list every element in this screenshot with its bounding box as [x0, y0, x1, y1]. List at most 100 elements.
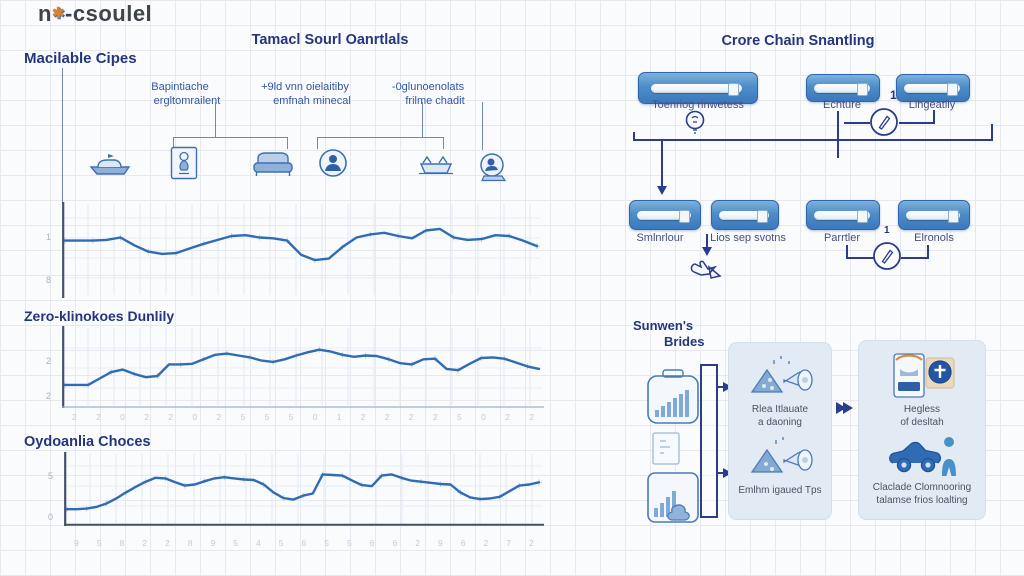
slider-smlnrlour-label: Smlnrlour	[636, 232, 684, 244]
col-label-3: -0glunoenolats frilme chadit	[353, 80, 503, 109]
right-panel-title: Crore Chain Snantling	[721, 33, 875, 49]
flow-line	[846, 245, 848, 258]
connector-line	[287, 137, 288, 149]
col-label-2: +9ld vnn oielaitiby emfnah minecal	[230, 80, 380, 109]
connector-line	[215, 102, 216, 137]
pen-circle-icon	[869, 107, 899, 142]
col-label-1: Bapintiache ergltomrailent	[100, 80, 260, 109]
col-label-3-line2: frilme chadit	[405, 95, 465, 108]
flow-line-main	[633, 139, 993, 141]
slider-lios[interactable]	[711, 200, 779, 230]
connector-line	[422, 102, 423, 137]
arrow-down-icon	[657, 186, 667, 195]
flow-line	[933, 110, 935, 123]
flow-line	[927, 245, 929, 258]
slider-lios-label: Lios sep svotns	[710, 232, 786, 244]
boat-icon	[88, 150, 132, 183]
col-label-1-line2: ergltomrailent	[153, 95, 221, 108]
flow-line	[716, 386, 725, 388]
double-arrow-right-icon	[836, 401, 853, 419]
bulb-icon	[684, 110, 706, 141]
flow-box-1-label-1-line2: a daoning	[758, 417, 802, 428]
slider-parrtler-label: Parrtler	[823, 232, 861, 244]
hand-flag-icon	[688, 254, 724, 289]
section-heading-oydoanlia: Oydoanlia Choces	[24, 434, 151, 450]
flow-box-2-label-1-line2: of desltah	[900, 417, 944, 428]
annotation-2: 1	[884, 225, 890, 236]
arrow-down-icon	[702, 247, 712, 256]
flow-box-1-label-1-line1: Rlea Itlauate	[751, 404, 809, 415]
annotation-1: 1	[890, 88, 897, 102]
jar-chart-blob-icon	[645, 470, 701, 530]
connector-line	[482, 102, 483, 150]
flow-line	[633, 132, 635, 140]
slider-parrtler[interactable]	[806, 200, 880, 230]
car-person-icon	[884, 434, 960, 483]
flow-line	[706, 234, 708, 248]
col-label-2-line2: emfnah minecal	[273, 95, 351, 108]
person-circle-icon	[318, 148, 348, 183]
card-badge-icon	[888, 350, 958, 405]
flow-line	[716, 472, 725, 474]
slider-smlnrlour[interactable]	[629, 200, 701, 230]
section-heading-macilable: Macilable Cipes	[24, 50, 137, 67]
chart-oydoanlia	[64, 452, 544, 526]
framed-trophy-icon	[170, 146, 198, 185]
col-label-3-line1: -0glunoenolats	[391, 81, 465, 93]
slider-toenriog-label: Toenriog rinwetess	[652, 99, 744, 111]
col-label-1-line1: Bapintiache	[151, 81, 209, 93]
connector-line	[173, 137, 174, 149]
left-panel-title: Tamacl Sourl Oanrtlals	[251, 32, 409, 48]
flow-box-2-label-2: Claclade Clomnooring talamse frios loalt…	[856, 481, 988, 507]
slider-echture[interactable]	[806, 74, 880, 102]
flow-box-1	[728, 342, 832, 520]
flow-box-2-label-1-line1: Hegless	[903, 404, 941, 415]
jar-chart-icon	[645, 368, 701, 431]
sofa-icon	[252, 150, 294, 183]
dish-icon	[415, 150, 457, 183]
connector-line	[317, 137, 443, 138]
flow-line	[846, 257, 874, 259]
chart-zero	[62, 326, 544, 408]
slider-elronols-label: Elronols	[914, 232, 954, 244]
slider-lihgeatliy[interactable]	[896, 74, 970, 102]
col-label-2-line1: +9ld vnn oielaitiby	[261, 81, 349, 93]
flow-bar	[700, 364, 718, 518]
pen-circle-icon	[872, 241, 902, 276]
person-desk-icon	[476, 152, 510, 187]
flow-line	[661, 140, 663, 186]
slider-elronols[interactable]	[898, 200, 970, 230]
note-icon	[651, 431, 681, 471]
flow-heading-line1: Sunwen's	[633, 318, 694, 333]
slider-toenriog[interactable]	[638, 72, 758, 104]
flow-line	[844, 122, 870, 124]
connector-line	[317, 137, 318, 149]
arrow-right-icon	[723, 382, 732, 392]
flow-line	[901, 257, 929, 259]
logo: n✱-csoulel	[38, 1, 152, 27]
logo-mark-icon: ✱	[51, 5, 66, 22]
flow-box-1-label-1: Rlea Itlauate a daoning	[728, 403, 832, 429]
mound-megaphone-icon	[744, 352, 818, 405]
flow-box-2-label-1: Hegless of desltah	[858, 403, 986, 429]
flow-line	[991, 124, 993, 140]
flow-line	[899, 122, 935, 124]
slider-echture-label: Echture	[823, 99, 861, 111]
slider-lihgeatliy-label: Lihgeatliy	[908, 99, 956, 111]
flow-box-1-label-2: Emlhm igaued Tps	[738, 485, 822, 496]
flow-line	[837, 111, 839, 158]
flow-box-2-label-2-line1: Claclade Clomnooring	[872, 482, 972, 493]
mound-megaphone-icon	[744, 432, 818, 485]
logo-text-suffix: -csoulel	[65, 1, 153, 26]
flow-box-2-label-2-line2: talamse frios loalting	[876, 495, 968, 506]
logo-text-prefix: n	[38, 1, 52, 26]
chart-macilable	[62, 202, 542, 298]
flow-heading-line2: Brides	[664, 334, 705, 349]
connector-line	[62, 68, 63, 203]
